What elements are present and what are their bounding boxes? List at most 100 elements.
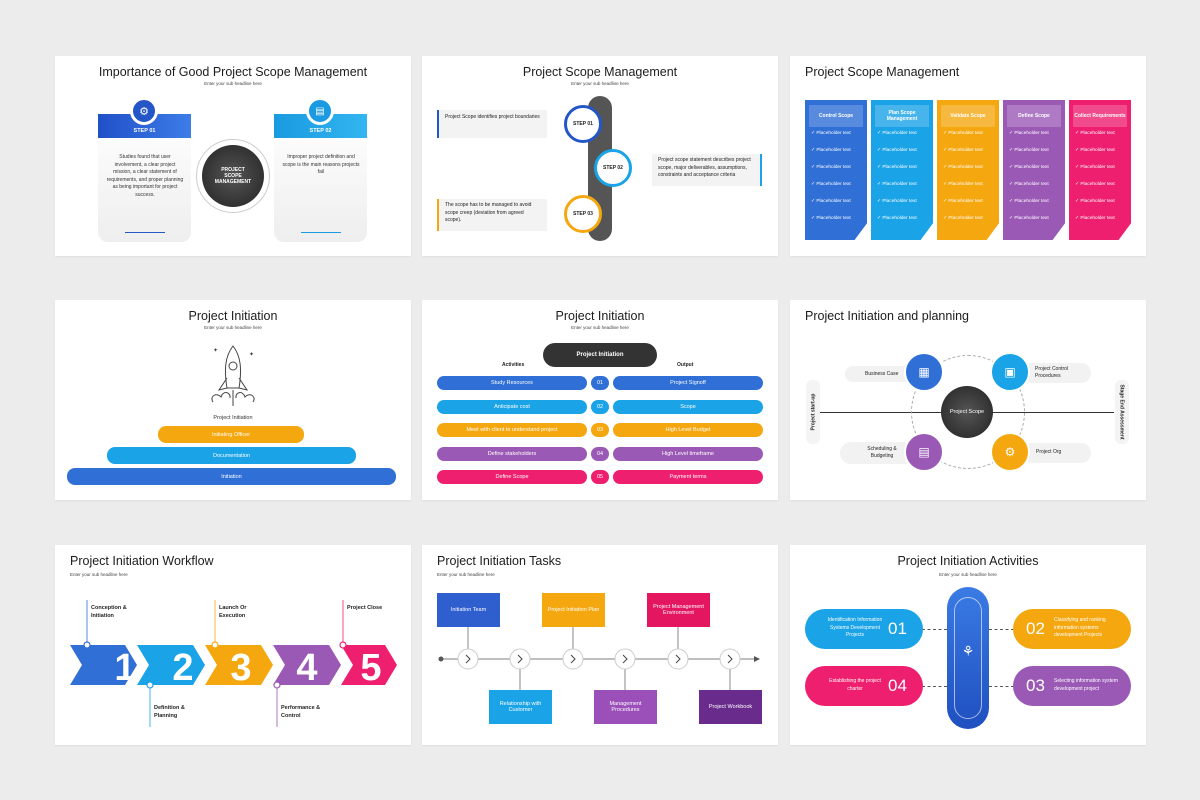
slide-title: Project Scope Management bbox=[522, 65, 678, 79]
scope-column-header: Collect Requirements bbox=[1073, 105, 1127, 127]
level-1-label: Initiating Officer bbox=[211, 431, 251, 438]
scope-item: ✓ Placeholder text bbox=[1075, 148, 1115, 153]
check-circle-icon: ✓ bbox=[811, 182, 817, 187]
scope-item-text: Placeholder text bbox=[1014, 131, 1049, 136]
activity-1-number: 01 bbox=[888, 619, 907, 638]
scope-column-header: Define Scope bbox=[1007, 105, 1061, 127]
check-circle-icon: ✓ bbox=[1009, 199, 1015, 204]
slide-initiation-planning[interactable]: Project Initiation and planning Project … bbox=[790, 300, 1146, 500]
check-circle-icon: ✓ bbox=[943, 182, 949, 187]
callout-3: The scope has to be managed to avoid sco… bbox=[437, 199, 547, 231]
slide-title: Project Initiation Tasks bbox=[437, 554, 562, 568]
slide-initiation-tasks[interactable]: Project Initiation Tasks Enter your sub … bbox=[422, 545, 778, 745]
center-circle: PROJECT SCOPE MANAGEMENT bbox=[202, 145, 264, 207]
connector-1 bbox=[922, 629, 947, 630]
slide-title: Project Initiation Activities bbox=[897, 554, 1039, 568]
label-box-4 bbox=[1021, 443, 1091, 463]
check-circle-icon: ✓ bbox=[1009, 165, 1015, 170]
step-2-label: STEP 02 bbox=[309, 128, 332, 134]
settings-icon: ⚙ bbox=[130, 97, 158, 125]
scope-item: ✓ Placeholder text bbox=[943, 199, 983, 204]
scope-item: ✓ Placeholder text bbox=[1009, 148, 1049, 153]
scope-item-text: Placeholder text bbox=[1014, 216, 1049, 221]
scope-item-text: Placeholder text bbox=[948, 199, 983, 204]
activity-3-number: 04 bbox=[888, 676, 907, 695]
check-circle-icon: ✓ bbox=[1009, 148, 1015, 153]
check-circle-icon: ✓ bbox=[1075, 131, 1081, 136]
connector-4 bbox=[989, 686, 1014, 687]
scope-item-text: Placeholder text bbox=[1080, 165, 1115, 170]
step-circle-2: STEP 02 bbox=[594, 149, 632, 187]
svg-text:✦: ✦ bbox=[213, 347, 218, 354]
level-2-label: Documentation bbox=[213, 452, 250, 459]
row-number: 05 bbox=[589, 468, 611, 486]
step-1-label: STEP 01 bbox=[573, 121, 593, 127]
scope-item: ✓ Placeholder text bbox=[1009, 182, 1049, 187]
slide-initiation-pyramid[interactable]: Project Initiation Enter your sub headli… bbox=[55, 300, 411, 500]
task-box-bottom-3: Project Workbook bbox=[699, 690, 762, 724]
scope-item: ✓ Placeholder text bbox=[1075, 182, 1115, 187]
scope-item: ✓ Placeholder text bbox=[1075, 199, 1115, 204]
callout-2-text: Project scope statement describes projec… bbox=[658, 157, 751, 178]
center-label: PROJECT SCOPE MANAGEMENT bbox=[214, 167, 252, 185]
scope-item-text: Placeholder text bbox=[882, 182, 917, 187]
check-circle-icon: ✓ bbox=[1075, 165, 1081, 170]
scope-item: ✓ Placeholder text bbox=[811, 216, 851, 221]
slide-title: Project Scope Management bbox=[805, 65, 960, 79]
scope-item-text: Placeholder text bbox=[1080, 148, 1115, 153]
chevron-right-icon bbox=[517, 654, 523, 664]
slide-initiation-activities[interactable]: Project Initiation Activities Enter your… bbox=[790, 545, 1146, 745]
check-circle-icon: ✓ bbox=[811, 148, 817, 153]
row-number: 02 bbox=[589, 397, 611, 416]
slide-initiation-workflow[interactable]: Project Initiation Workflow Enter your s… bbox=[55, 545, 411, 745]
activity-pill: Anticipate cost bbox=[437, 399, 587, 414]
scope-item-text: Placeholder text bbox=[816, 131, 851, 136]
slide-subtitle: Enter your sub headline here bbox=[204, 81, 262, 86]
slide-scope-importance[interactable]: Importance of Good Project Scope Managem… bbox=[55, 56, 411, 256]
scope-item-text: Placeholder text bbox=[948, 131, 983, 136]
scope-item: ✓ Placeholder text bbox=[877, 148, 917, 153]
scope-item: ✓ Placeholder text bbox=[811, 182, 851, 187]
bottom-label-1: Definition & Planning bbox=[154, 705, 185, 719]
label-box-3 bbox=[840, 442, 916, 464]
label-3: Scheduling & Budgeting bbox=[867, 446, 897, 459]
check-circle-icon: ✓ bbox=[877, 165, 883, 170]
check-circle-icon: ✓ bbox=[811, 199, 817, 204]
activity-2-number: 02 bbox=[1026, 619, 1045, 638]
scope-item: ✓ Placeholder text bbox=[943, 165, 983, 170]
svg-text:✦: ✦ bbox=[249, 351, 254, 358]
scope-item: ✓ Placeholder text bbox=[1075, 165, 1115, 170]
right-axis-text: Stage End Assessment bbox=[1119, 384, 1125, 440]
step-number-1: 1 bbox=[114, 647, 135, 689]
center-pill-label: Project Initiation bbox=[576, 352, 624, 358]
slide-subtitle: Enter your sub headline here bbox=[939, 572, 997, 577]
scope-item: ✓ Placeholder text bbox=[943, 182, 983, 187]
output-pill: Scope bbox=[613, 399, 763, 414]
scope-item-text: Placeholder text bbox=[948, 148, 983, 153]
step-2-divider bbox=[301, 232, 341, 233]
center-capsule-inner bbox=[954, 597, 982, 719]
check-circle-icon: ✓ bbox=[1075, 148, 1081, 153]
output-pill: High Level timeframe bbox=[613, 446, 763, 461]
slide-scope-management-steps[interactable]: Project Scope Management Enter your sub … bbox=[422, 56, 778, 256]
check-circle-icon: ✓ bbox=[811, 131, 817, 136]
scope-column bbox=[805, 100, 867, 240]
step-number-2: 2 bbox=[172, 647, 193, 689]
top-label-1: Conception & Initiation bbox=[91, 605, 127, 619]
scope-item: ✓ Placeholder text bbox=[877, 199, 917, 204]
callout-3-text: The scope has to be managed to avoid sco… bbox=[445, 202, 532, 223]
label-1: Business Case bbox=[865, 371, 899, 377]
check-circle-icon: ✓ bbox=[943, 199, 949, 204]
scope-column bbox=[871, 100, 933, 240]
check-circle-icon: ✓ bbox=[1075, 182, 1081, 187]
slide-title: Importance of Good Project Scope Managem… bbox=[98, 65, 368, 79]
scope-item-text: Placeholder text bbox=[882, 131, 917, 136]
scope-item: ✓ Placeholder text bbox=[877, 182, 917, 187]
slide-title: Project Initiation Workflow bbox=[70, 554, 214, 568]
slide-initiation-activities-output[interactable]: Project Initiation Enter your sub headli… bbox=[422, 300, 778, 500]
scope-column bbox=[1069, 100, 1131, 240]
scope-item-text: Placeholder text bbox=[948, 216, 983, 221]
slide-scope-columns[interactable]: Project Scope Management Control Scope✓ … bbox=[790, 56, 1146, 256]
output-pill: Project Signoff bbox=[613, 376, 763, 390]
scope-item: ✓ Placeholder text bbox=[1009, 165, 1049, 170]
